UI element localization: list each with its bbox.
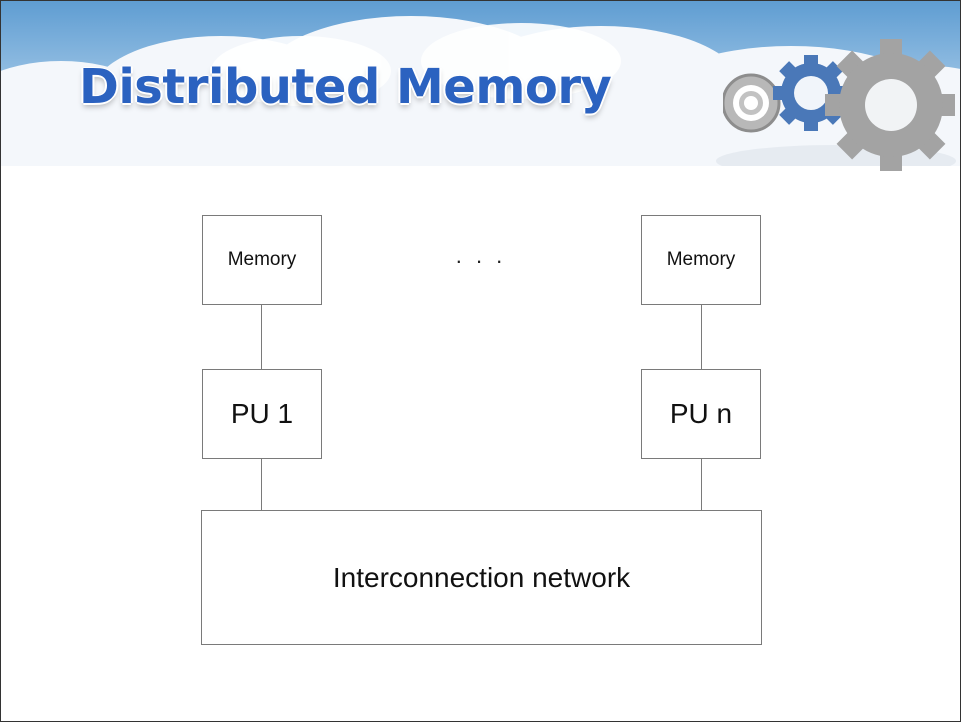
pu-network-connector-left xyxy=(261,459,262,510)
ellipsis-separator: . . . xyxy=(455,243,507,268)
pu-network-connector-right xyxy=(701,459,702,510)
gears-icon xyxy=(723,39,955,171)
memory-pu-connector-left xyxy=(261,305,262,369)
interconnection-network-box: Interconnection network xyxy=(201,510,762,645)
pu-1-box: PU 1 xyxy=(202,369,322,459)
slide-title: Distributed Memory xyxy=(79,59,612,115)
pu-n-box: PU n xyxy=(641,369,761,459)
memory-left-box: Memory xyxy=(202,215,322,305)
memory-pu-connector-right xyxy=(701,305,702,369)
memory-right-box: Memory xyxy=(641,215,761,305)
